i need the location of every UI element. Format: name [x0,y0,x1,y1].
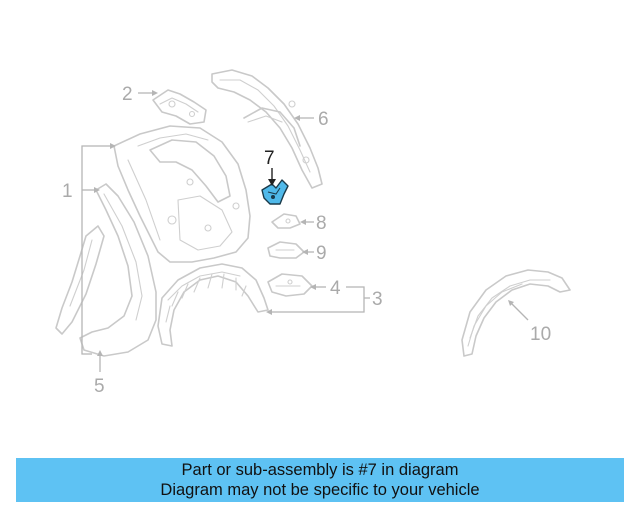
callout-3: 3 [266,286,383,315]
callout-number-4: 4 [330,278,341,299]
part-2-bracket [152,89,207,125]
callout-number-3: 3 [372,289,383,310]
callout-8: 8 [300,213,327,234]
callout-6: 6 [294,109,329,130]
callout-5: 5 [94,350,105,397]
callout-10: 10 [508,300,551,345]
callout-number-1: 1 [62,181,73,202]
banner-line-part-number: Part or sub-assembly is #7 in diagram [181,461,459,479]
part-8-clip [271,213,301,229]
banner-line-disclaimer: Diagram may not be specific to your vehi… [160,481,480,499]
callout-number-8: 8 [316,213,327,234]
part-5-pillar [55,183,157,357]
callout-number-5: 5 [94,376,105,397]
part-10-wheel-liner [461,269,571,357]
callout-number-10: 10 [530,324,551,345]
callout-number-6: 6 [318,109,329,130]
part-7-highlighted-bracket [261,179,289,205]
part-6-rail [211,69,323,189]
exploded-parts-diagram: 2 6 1 [55,69,571,397]
part-3-inner-wheelhouse [157,263,269,347]
callout-7: 7 [264,148,276,186]
callout-1: 1 [62,143,116,355]
callout-number-9: 9 [316,243,327,264]
callout-number-2: 2 [122,84,133,105]
part-4-bracket [267,273,313,297]
info-banner: Part or sub-assembly is #7 in diagram Di… [16,458,624,502]
callout-number-7: 7 [264,148,275,169]
callout-2: 2 [122,84,158,105]
part-1-quarter-inner-panel [113,125,251,263]
callout-4: 4 [310,278,341,299]
part-9-retainer [267,241,305,259]
callout-9: 9 [302,243,327,264]
